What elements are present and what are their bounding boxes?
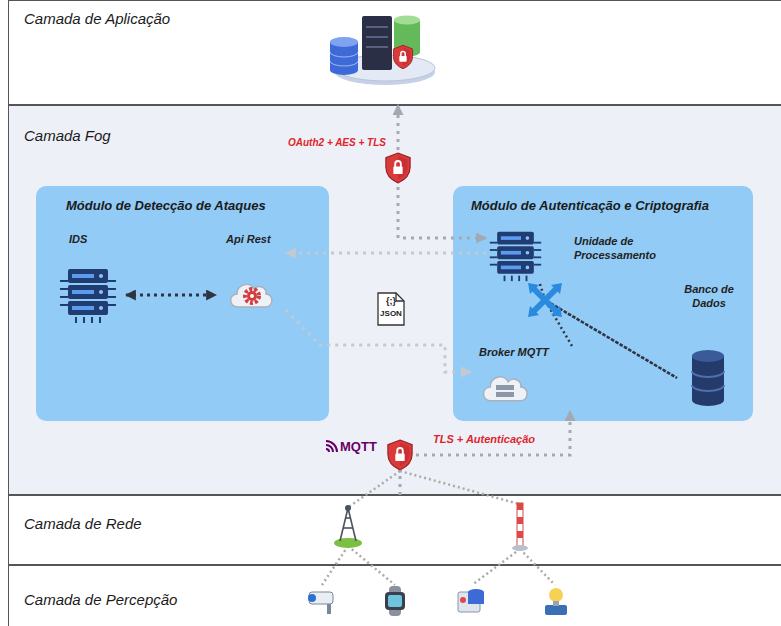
dotted-connector [126, 294, 216, 297]
broker-cloud-icon [484, 377, 528, 401]
security-label: OAuth2 + AES + TLS [288, 137, 386, 148]
dotted-connector [545, 300, 677, 378]
module-box: Módulo de Detecção de AtaquesIDS Api Rest [36, 186, 329, 421]
camera-device [308, 592, 333, 614]
json-icon-text: JSON [378, 309, 404, 318]
antenna-tower [334, 505, 362, 548]
module-box: Módulo de Autenticação e CriptografiaUni… [453, 186, 753, 421]
api-cloud-icon [231, 284, 272, 307]
layer-title: Camada Fog [24, 127, 111, 144]
node-label: Unidade de Processamento [574, 235, 664, 263]
layer-title: Camada de Percepção [24, 591, 177, 608]
dotted-connector [286, 310, 471, 372]
dotted-connector [540, 284, 677, 378]
layer-band: Camada de Percepção [8, 565, 781, 626]
ids-server-icon [60, 269, 116, 323]
application-servers-icon [330, 16, 435, 86]
node-label: Api Rest [226, 233, 271, 247]
wireless-links [322, 471, 555, 585]
api-node: Api Rest [216, 231, 286, 326]
dotted-connector [400, 411, 570, 495]
node-label: Broker MQTT [479, 346, 549, 360]
processing-server-icon [490, 232, 541, 282]
dotted-connector [398, 105, 486, 238]
database-node: Banco de Dados [677, 281, 745, 403]
hub-icon [528, 283, 562, 317]
layer-band: Camada de Rede [8, 495, 781, 565]
server-node: IDS [51, 231, 126, 326]
node-label: IDS [69, 233, 87, 247]
dotted-connector [286, 252, 486, 255]
lamp-device [545, 588, 567, 615]
layer-band: Camada de Aplicação [8, 0, 781, 105]
server-node: Unidade de Processamento [486, 229, 668, 284]
security-shield [388, 440, 412, 470]
sensor-device [458, 589, 484, 612]
module-title: Módulo de Autenticação e Criptografia [471, 198, 709, 213]
radio-mast [512, 503, 528, 551]
layer-title: Camada de Aplicação [24, 10, 170, 27]
mqtt-logo-mark [326, 441, 337, 452]
node-label: Banco de Dados [677, 283, 741, 311]
security-label: TLS + Autenticação [433, 433, 535, 445]
json-file-icon [378, 293, 404, 325]
database-icon [692, 350, 724, 406]
json-icon-symbol: {;} [378, 296, 404, 306]
broker-node: Broker MQTT [471, 346, 581, 411]
watch-device [385, 586, 405, 616]
mqtt-logo-text: MQTT [340, 439, 377, 454]
module-title: Módulo de Detecção de Ataques [66, 198, 266, 213]
security-shield [386, 153, 410, 183]
layer-title: Camada de Rede [24, 515, 142, 532]
